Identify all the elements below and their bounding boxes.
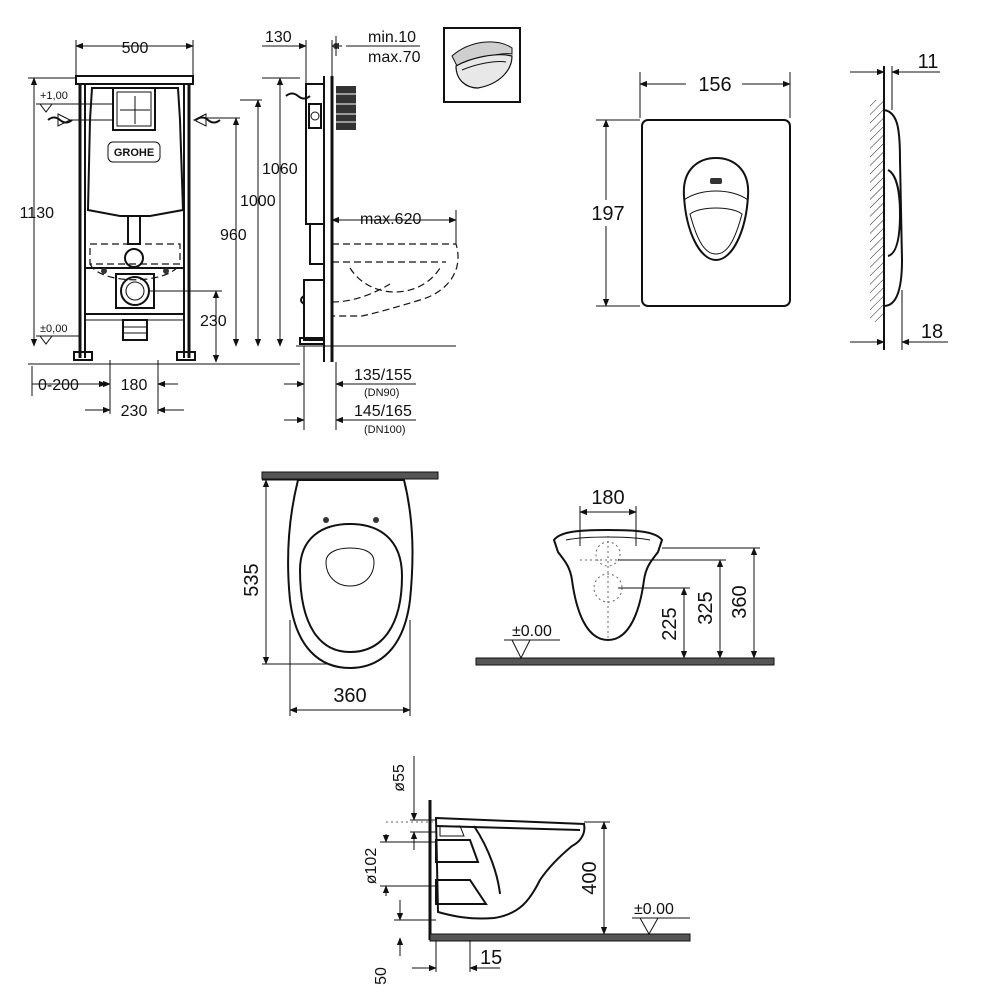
plate-height-label: 197 [591, 203, 624, 225]
toilet-thumbnail-icon [443, 27, 521, 103]
level-zero-label: ±0,00 [40, 323, 67, 335]
level-marker-icon [632, 917, 690, 936]
bowl-length-label: 535 [241, 563, 263, 596]
plate-width-label: 156 [698, 74, 731, 96]
spacing-a-label: 180 [121, 377, 148, 394]
spacing-b-label: 230 [121, 403, 148, 420]
dn90-label: (DN90) [364, 387, 399, 399]
height-400-label: 400 [579, 861, 601, 894]
dn100-label: (DN100) [364, 424, 406, 436]
projection-label: max.620 [360, 211, 421, 228]
bowl-side-section: ø55 ø102 50 15 400 ±0.00 [363, 756, 691, 985]
diameter-55-label: ø55 [391, 764, 408, 792]
flush-plate-side: 11 18 [850, 51, 948, 350]
frame-side-view: 130 min.10 max.70 960 1000 [200, 29, 459, 436]
bowl-side-level-label: ±0.00 [634, 901, 674, 918]
flush-button-icon [682, 156, 750, 262]
outlet-height-label: 230 [200, 313, 227, 330]
brand-label: GROHE [114, 147, 154, 159]
height-960-label: 960 [220, 227, 247, 244]
level-marker-icon [504, 639, 560, 660]
level-marker-icon [36, 103, 112, 345]
frame-height-label: 1130 [20, 205, 55, 222]
height-1060-label: 1060 [262, 161, 298, 178]
level-top-label: +1,00 [40, 90, 68, 102]
height-1000-label: 1000 [240, 193, 276, 210]
wall-gap-label: 18 [921, 321, 943, 343]
dn90-value: 135/155 [354, 367, 412, 384]
height-225-label: 225 [659, 607, 681, 640]
max-label: max.70 [368, 49, 421, 66]
frame-depth-label: 130 [265, 29, 292, 46]
bowl-front-level-label: ±0.00 [512, 623, 552, 640]
frame-front-view: 500 GROHE [20, 40, 300, 420]
height-325-label: 325 [695, 591, 717, 624]
min-label: min.10 [368, 29, 416, 46]
frame-width-label: 500 [122, 40, 149, 57]
height-360-label: 360 [729, 585, 751, 618]
flush-plate-front: 156 197 [586, 72, 791, 307]
dn100-value: 145/165 [354, 403, 412, 420]
offset-15-label: 15 [480, 947, 502, 969]
bowl-width-label: 360 [333, 685, 366, 707]
bowl-top-view: 535 360 [241, 471, 439, 716]
bowl-front-width-label: 180 [591, 487, 624, 509]
diameter-102-label: ø102 [363, 848, 380, 885]
height-50-label: 50 [373, 967, 390, 985]
bowl-front-view: 180 ±0.00 225 325 360 [475, 487, 775, 666]
water-inlet-icon [47, 113, 221, 127]
offset-label: 0-200 [38, 377, 79, 394]
plate-thickness-label: 11 [918, 51, 939, 73]
